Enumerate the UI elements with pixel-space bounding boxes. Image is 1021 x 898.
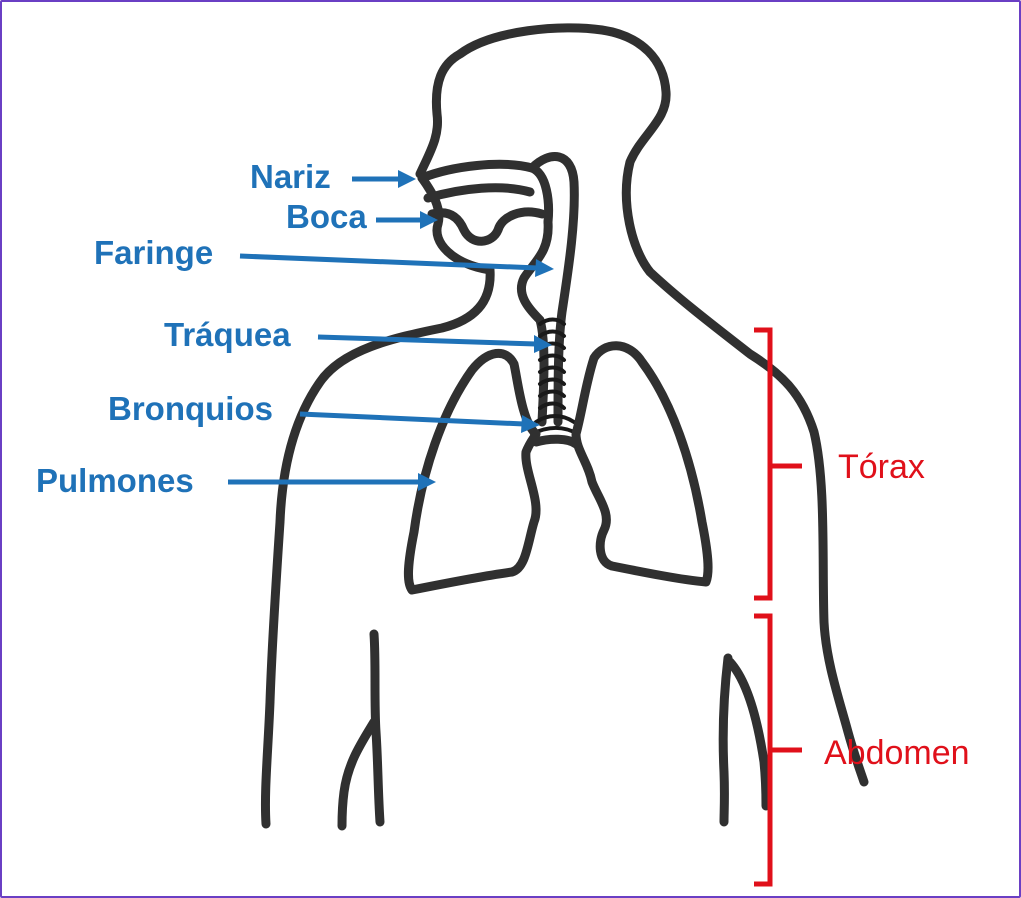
arrow-faringe-line xyxy=(240,256,538,268)
label-abdomen: Abdomen xyxy=(824,734,970,772)
palate xyxy=(428,188,530,198)
tongue xyxy=(432,212,542,241)
pharynx-back-wall xyxy=(532,156,574,422)
arrow-bronquios-line xyxy=(300,414,524,424)
airway-upper xyxy=(422,156,574,422)
left-lung xyxy=(408,353,536,590)
right-arm-fold xyxy=(730,662,766,806)
arrow-faringe-head xyxy=(535,259,554,277)
label-traquea: Tráquea xyxy=(164,316,291,353)
heart-notch xyxy=(536,439,576,444)
arms xyxy=(342,634,766,826)
label-nariz: Nariz xyxy=(250,158,331,195)
arrow-nariz-head xyxy=(398,170,416,188)
head-and-torso-outline xyxy=(420,28,864,782)
label-boca: Boca xyxy=(286,198,367,235)
left-arm-hand xyxy=(342,722,374,826)
torax-bracket xyxy=(754,330,770,598)
right-lung xyxy=(576,346,708,582)
region-brackets: Tórax Abdomen xyxy=(754,330,970,884)
label-bronquios: Bronquios xyxy=(108,390,273,427)
label-pulmones: Pulmones xyxy=(36,462,194,499)
right-arm-inner xyxy=(723,658,728,822)
body-outline xyxy=(265,28,864,824)
label-faringe: Faringe xyxy=(94,234,213,271)
arrow-traquea-line xyxy=(318,337,536,344)
label-torax: Tórax xyxy=(838,448,925,486)
